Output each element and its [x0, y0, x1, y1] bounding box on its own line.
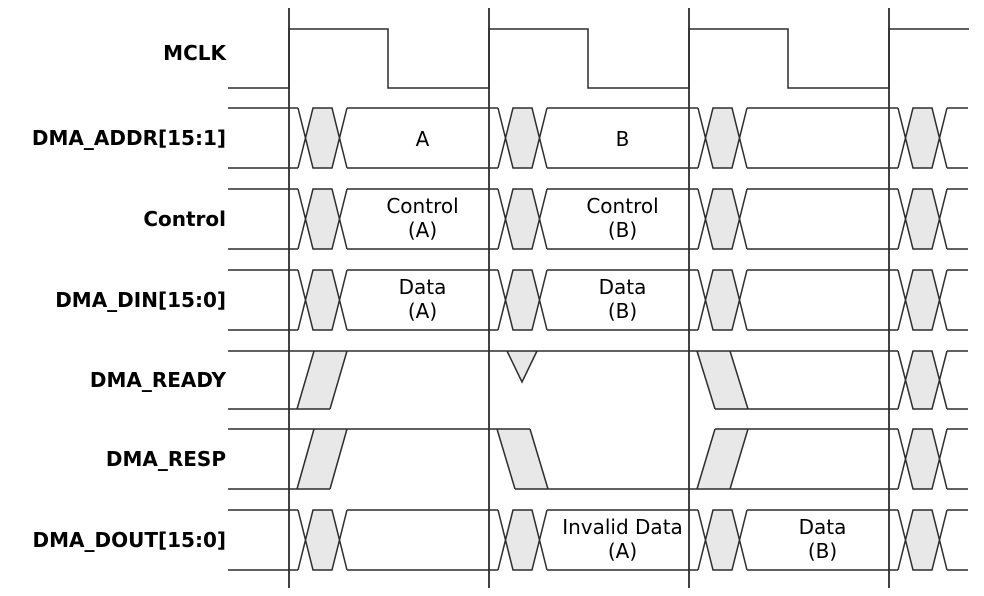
signal-row-dma-din: [228, 269, 968, 331]
bus-value-dout-invalid-line1: Invalid Data: [562, 515, 683, 539]
dma-addr-waveform: [228, 107, 968, 169]
dma-resp-waveform: [228, 428, 968, 490]
bus-value-din-a-line2: (A): [408, 299, 437, 323]
bus-value-dout-b-line2: (B): [808, 539, 837, 563]
bus-value-control-b-line1: Control: [586, 194, 658, 218]
signal-label-dma-resp: DMA_RESP: [106, 447, 226, 471]
clock-edge-gridlines: [288, 8, 890, 588]
dma-ready-waveform: [228, 350, 968, 410]
bus-value-control-b-line2: (B): [608, 218, 637, 242]
mclk-waveform: [228, 28, 969, 89]
signal-row-dma-resp: [228, 428, 968, 490]
signal-label-dma-addr: DMA_ADDR[15:1]: [32, 126, 226, 150]
bus-value-din-b-line2: (B): [608, 299, 637, 323]
transition-region-fill: [297, 351, 940, 409]
signal-row-dma-dout: [228, 509, 968, 571]
transition-region-fill: [297, 429, 940, 489]
signal-label-dma-dout: DMA_DOUT[15:0]: [33, 528, 227, 552]
bus-value-addr-a: A: [416, 127, 430, 151]
bus-value-control-a-line1: Control: [386, 194, 458, 218]
bus-value-din-a-line1: Data: [399, 275, 447, 299]
bus-value-din-b-line1: Data: [599, 275, 647, 299]
signal-label-dma-ready: DMA_READY: [90, 368, 227, 392]
bus-value-dout-b-line1: Data: [799, 515, 847, 539]
bus-value-dout-invalid-line2: (A): [608, 539, 637, 563]
signal-label-dma-din: DMA_DIN[15:0]: [55, 288, 226, 312]
signal-label-control: Control: [143, 207, 226, 231]
signal-row-dma-addr: [228, 107, 968, 169]
dma-din-waveform: [228, 269, 968, 331]
bus-value-control-a-line2: (A): [408, 218, 437, 242]
signal-row-control: [228, 188, 968, 250]
signal-row-mclk: [228, 28, 969, 89]
bus-value-addr-b: B: [616, 127, 630, 151]
signal-label-mclk: MCLK: [163, 41, 227, 65]
dma-dout-waveform: [228, 509, 968, 571]
control-waveform: [228, 188, 968, 250]
signal-row-dma-ready: [228, 350, 968, 410]
